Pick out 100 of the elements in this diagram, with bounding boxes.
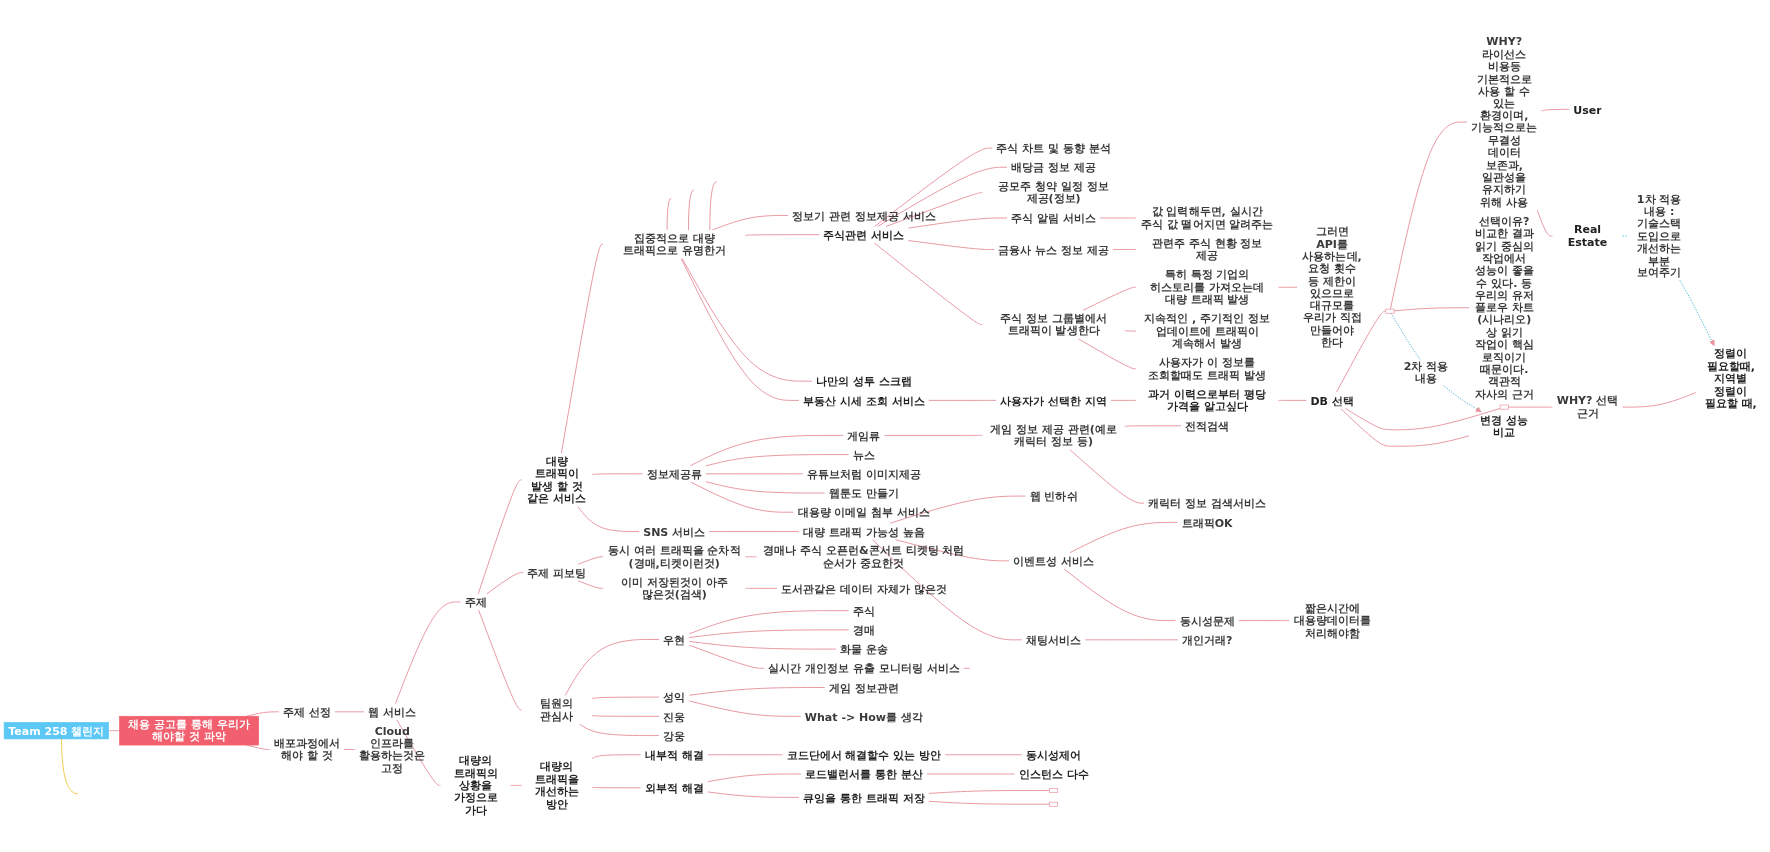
node-text: 주제 <box>464 595 487 609</box>
node-text: 집중적으로 대량 트래픽으로 유명한거 <box>622 231 726 257</box>
connector <box>108 730 121 732</box>
node-text: 주제 선정 <box>282 705 331 719</box>
connector <box>688 640 837 650</box>
connector <box>963 667 971 669</box>
connector <box>1622 392 1697 408</box>
node-text: User <box>1573 103 1602 117</box>
node-text: 사용자가 이 정보를 조회할때도 트래픽 발생 <box>1148 355 1267 382</box>
node-text: 부동산 시세 조회 서비스 <box>803 394 925 408</box>
node-text: 정렬이 필요할때, 지역별 정렬이 필요할 때, <box>1704 347 1757 410</box>
node-text: 게임 정보관련 <box>828 681 899 695</box>
node-text: 웹툰도 만들기 <box>828 486 899 500</box>
connector <box>666 197 672 231</box>
connector <box>708 530 800 532</box>
connector <box>928 800 1050 805</box>
connector <box>591 473 643 476</box>
connector <box>1069 521 1178 554</box>
connector <box>712 215 789 231</box>
node-text: 로드밸런서를 통한 분산 <box>804 767 923 781</box>
node-text: 개인거래? <box>1181 633 1233 647</box>
connector <box>680 258 800 401</box>
node-text: 정보제공류 <box>646 467 702 481</box>
node-text: 채팅서비스 <box>1026 633 1082 647</box>
node-text: 주식 알림 서비스 <box>1011 211 1096 225</box>
connector <box>1078 338 1137 370</box>
connector <box>394 601 461 705</box>
node-text: 성익 <box>663 690 686 705</box>
connector <box>478 609 523 711</box>
node-text: 웹 서비스 <box>368 705 417 719</box>
node-text: What -> How를 생각 <box>804 710 923 724</box>
node-text: 대량의 트래픽을 개선하는 방안 <box>534 760 579 811</box>
node-text: 전적검색 <box>1185 419 1230 433</box>
node-text: 배당금 정보 제공 <box>1011 161 1096 175</box>
connector <box>705 473 804 475</box>
node-text: 뉴스 <box>852 448 875 462</box>
node-text: 주식 <box>852 604 875 618</box>
connector <box>1389 121 1468 310</box>
connector <box>1112 249 1137 251</box>
node-text: 팀원의 관심사 <box>540 696 574 723</box>
node-text: 도서관같은 데이터 자체가 많은것 <box>781 582 947 596</box>
connector <box>705 481 826 494</box>
node-text: 게임 정보 제공 관련(예로 캐릭터 정보 등) <box>990 422 1117 448</box>
connector <box>560 243 604 454</box>
node-text: 게임류 <box>847 429 881 443</box>
node-text: 트래픽OK <box>1181 516 1233 530</box>
node-text: 변경 성능 비교 <box>1480 413 1529 439</box>
node-text: 주식관련 서비스 <box>823 228 905 242</box>
connector <box>926 773 1015 775</box>
node-text: 코드단에서 해결할수 있는 방안 <box>786 748 942 762</box>
node-text: 관련주 주식 현황 정보 제공 <box>1151 236 1263 262</box>
node-box: 채용 공고를 통해 우리가 해야할 것 파악 <box>119 715 259 746</box>
connector <box>1536 210 1553 237</box>
node-text: 내부적 해결 <box>644 748 704 762</box>
node-text: 동시성제어 <box>1026 748 1082 762</box>
node-text: 진웅 <box>663 710 686 724</box>
connector <box>707 791 800 798</box>
node-text: 이벤트성 서비스 <box>1013 554 1095 568</box>
node-text: 그러면 API를 사용하는데, 요청 횟수 등 제한이 있으므로 대규모를 우리가 직접 만들어야 한다 <box>1302 224 1362 349</box>
node-text: 사용자가 선택한 지역 <box>1000 394 1107 408</box>
connector <box>1507 406 1553 408</box>
connector <box>1082 286 1137 311</box>
node-text: 대용량 이메일 첨부 서비스 <box>797 506 931 520</box>
node-text: 큐잉을 통한 트래픽 저장 <box>803 791 925 805</box>
connector <box>486 572 524 595</box>
node-text: 강웅 <box>663 729 686 743</box>
node-box <box>1499 404 1509 410</box>
node-text: 주제 피보팅 <box>527 566 587 580</box>
node-text: WHY? 선택 근거 <box>1556 394 1619 420</box>
node-text: 선택이유? 비교한 결과 읽기 중심의 작업에서 성능이 좋을 수 있다. 등 우리의 유저 플로우 차트(시나리오)상 읽기 작업이 핵심 로직이기 때문이다. 객관적 자사의 근거 <box>1474 214 1534 401</box>
node-text: SNS 서비스 <box>643 525 706 539</box>
connector <box>579 723 660 737</box>
connector <box>687 189 695 231</box>
connector <box>889 495 1026 524</box>
node-text: 주식 차트 및 동향 분석 <box>996 141 1111 155</box>
connector <box>577 556 604 565</box>
connector <box>877 166 1008 227</box>
node-text: 짧은시간에 대용량데이터를 처리해야함 <box>1293 601 1371 640</box>
node-text: 대량 트래픽 가능성 높음 <box>803 525 925 539</box>
connector <box>681 258 813 382</box>
node-box <box>1049 788 1059 793</box>
connector <box>1393 307 1470 312</box>
connector <box>591 786 642 789</box>
node-text: 동시 여러 트래픽을 순차적(경매,티켓이런것) <box>607 543 741 570</box>
node-text: DB 선택 <box>1310 394 1354 408</box>
connector <box>928 399 997 401</box>
connector <box>61 738 79 795</box>
node-text: 웹 빈하쉬 <box>1029 489 1078 504</box>
connector <box>1110 399 1137 401</box>
connector <box>591 714 660 717</box>
node-text: 경매 <box>852 623 875 637</box>
node-text: 값 입력해두면, 실시간 주식 값 떨어지면 알려주는 <box>1140 204 1274 231</box>
connector <box>1124 330 1137 332</box>
connector <box>1277 286 1298 288</box>
node-box <box>1385 308 1395 314</box>
node-text: 주식 정보 그룹별에서 트래픽이 발생한다 <box>1000 311 1107 337</box>
connector <box>884 434 983 436</box>
node-box <box>1049 801 1059 807</box>
connector <box>1084 639 1179 641</box>
node-text: 나만의 성투 스크랩 <box>815 375 912 389</box>
